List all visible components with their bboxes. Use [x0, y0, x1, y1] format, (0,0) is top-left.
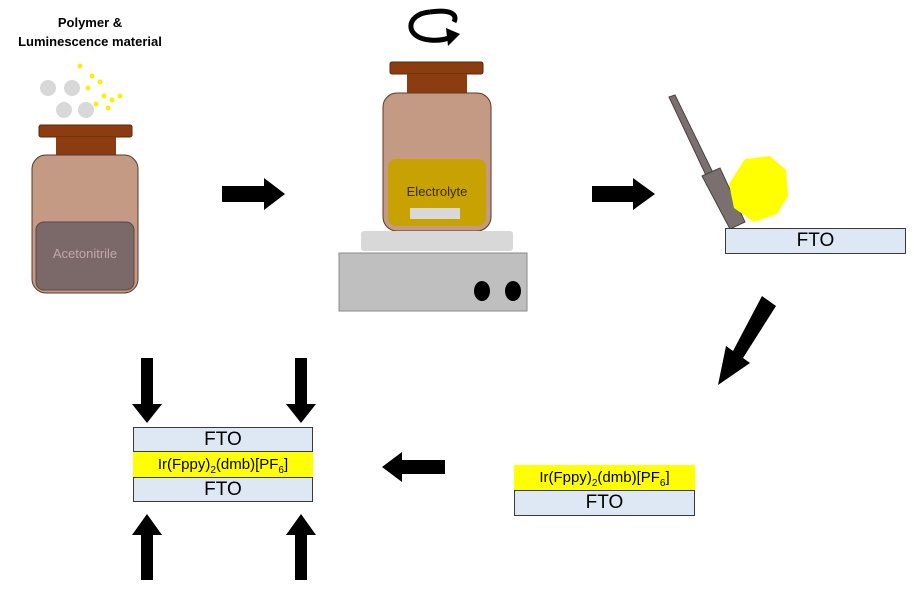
complex-sub2: 6 [278, 465, 284, 476]
complex-part1: Ir(Fppy) [539, 469, 592, 486]
knob-icon [505, 281, 521, 301]
complex-sub2: 6 [659, 478, 666, 489]
materials-label-line2: Luminescence material [18, 34, 162, 49]
fto-substrate-coated: FTO [514, 490, 695, 516]
emitter-droplet [729, 156, 788, 222]
complex-part1: Ir(Fppy) [157, 456, 211, 473]
materials-label-line1: Polymer & [57, 15, 123, 30]
press-arrows-top [132, 358, 316, 423]
arrow-left [382, 452, 445, 482]
rotation-icon [408, 8, 460, 46]
materials-particles [40, 63, 123, 118]
knob-icon [474, 281, 490, 301]
emitter-layer-device: Ir(Fppy)2(dmb)[PF6] [133, 452, 313, 477]
complex-sub1: 2 [210, 465, 216, 476]
stirred-jar [382, 61, 492, 232]
electrolyte-label: Electrolyte [406, 184, 468, 199]
complex-sub1: 2 [591, 478, 598, 489]
arrow-right-2 [592, 178, 655, 210]
emitter-layer: Ir(Fppy)2(dmb)[PF6] [514, 465, 695, 490]
complex-part2: (dmb)[PF [215, 456, 279, 473]
fto-bottom-electrode: FTO [133, 477, 313, 502]
coating-blade [668, 94, 746, 230]
complex-part3: ] [665, 469, 670, 486]
arrow-diagonal [718, 296, 776, 385]
arrow-right-1 [222, 178, 285, 210]
complex-part3: ] [283, 456, 289, 473]
solvent-jar [31, 124, 139, 294]
fto-top-electrode: FTO [133, 427, 313, 452]
complex-part2: (dmb)[PF [597, 469, 660, 486]
press-arrows-bottom [132, 514, 316, 580]
solvent-label: Acetonitrile [52, 246, 118, 261]
hotplate-stirrer [338, 231, 528, 312]
fto-substrate-coating: FTO [725, 228, 906, 254]
